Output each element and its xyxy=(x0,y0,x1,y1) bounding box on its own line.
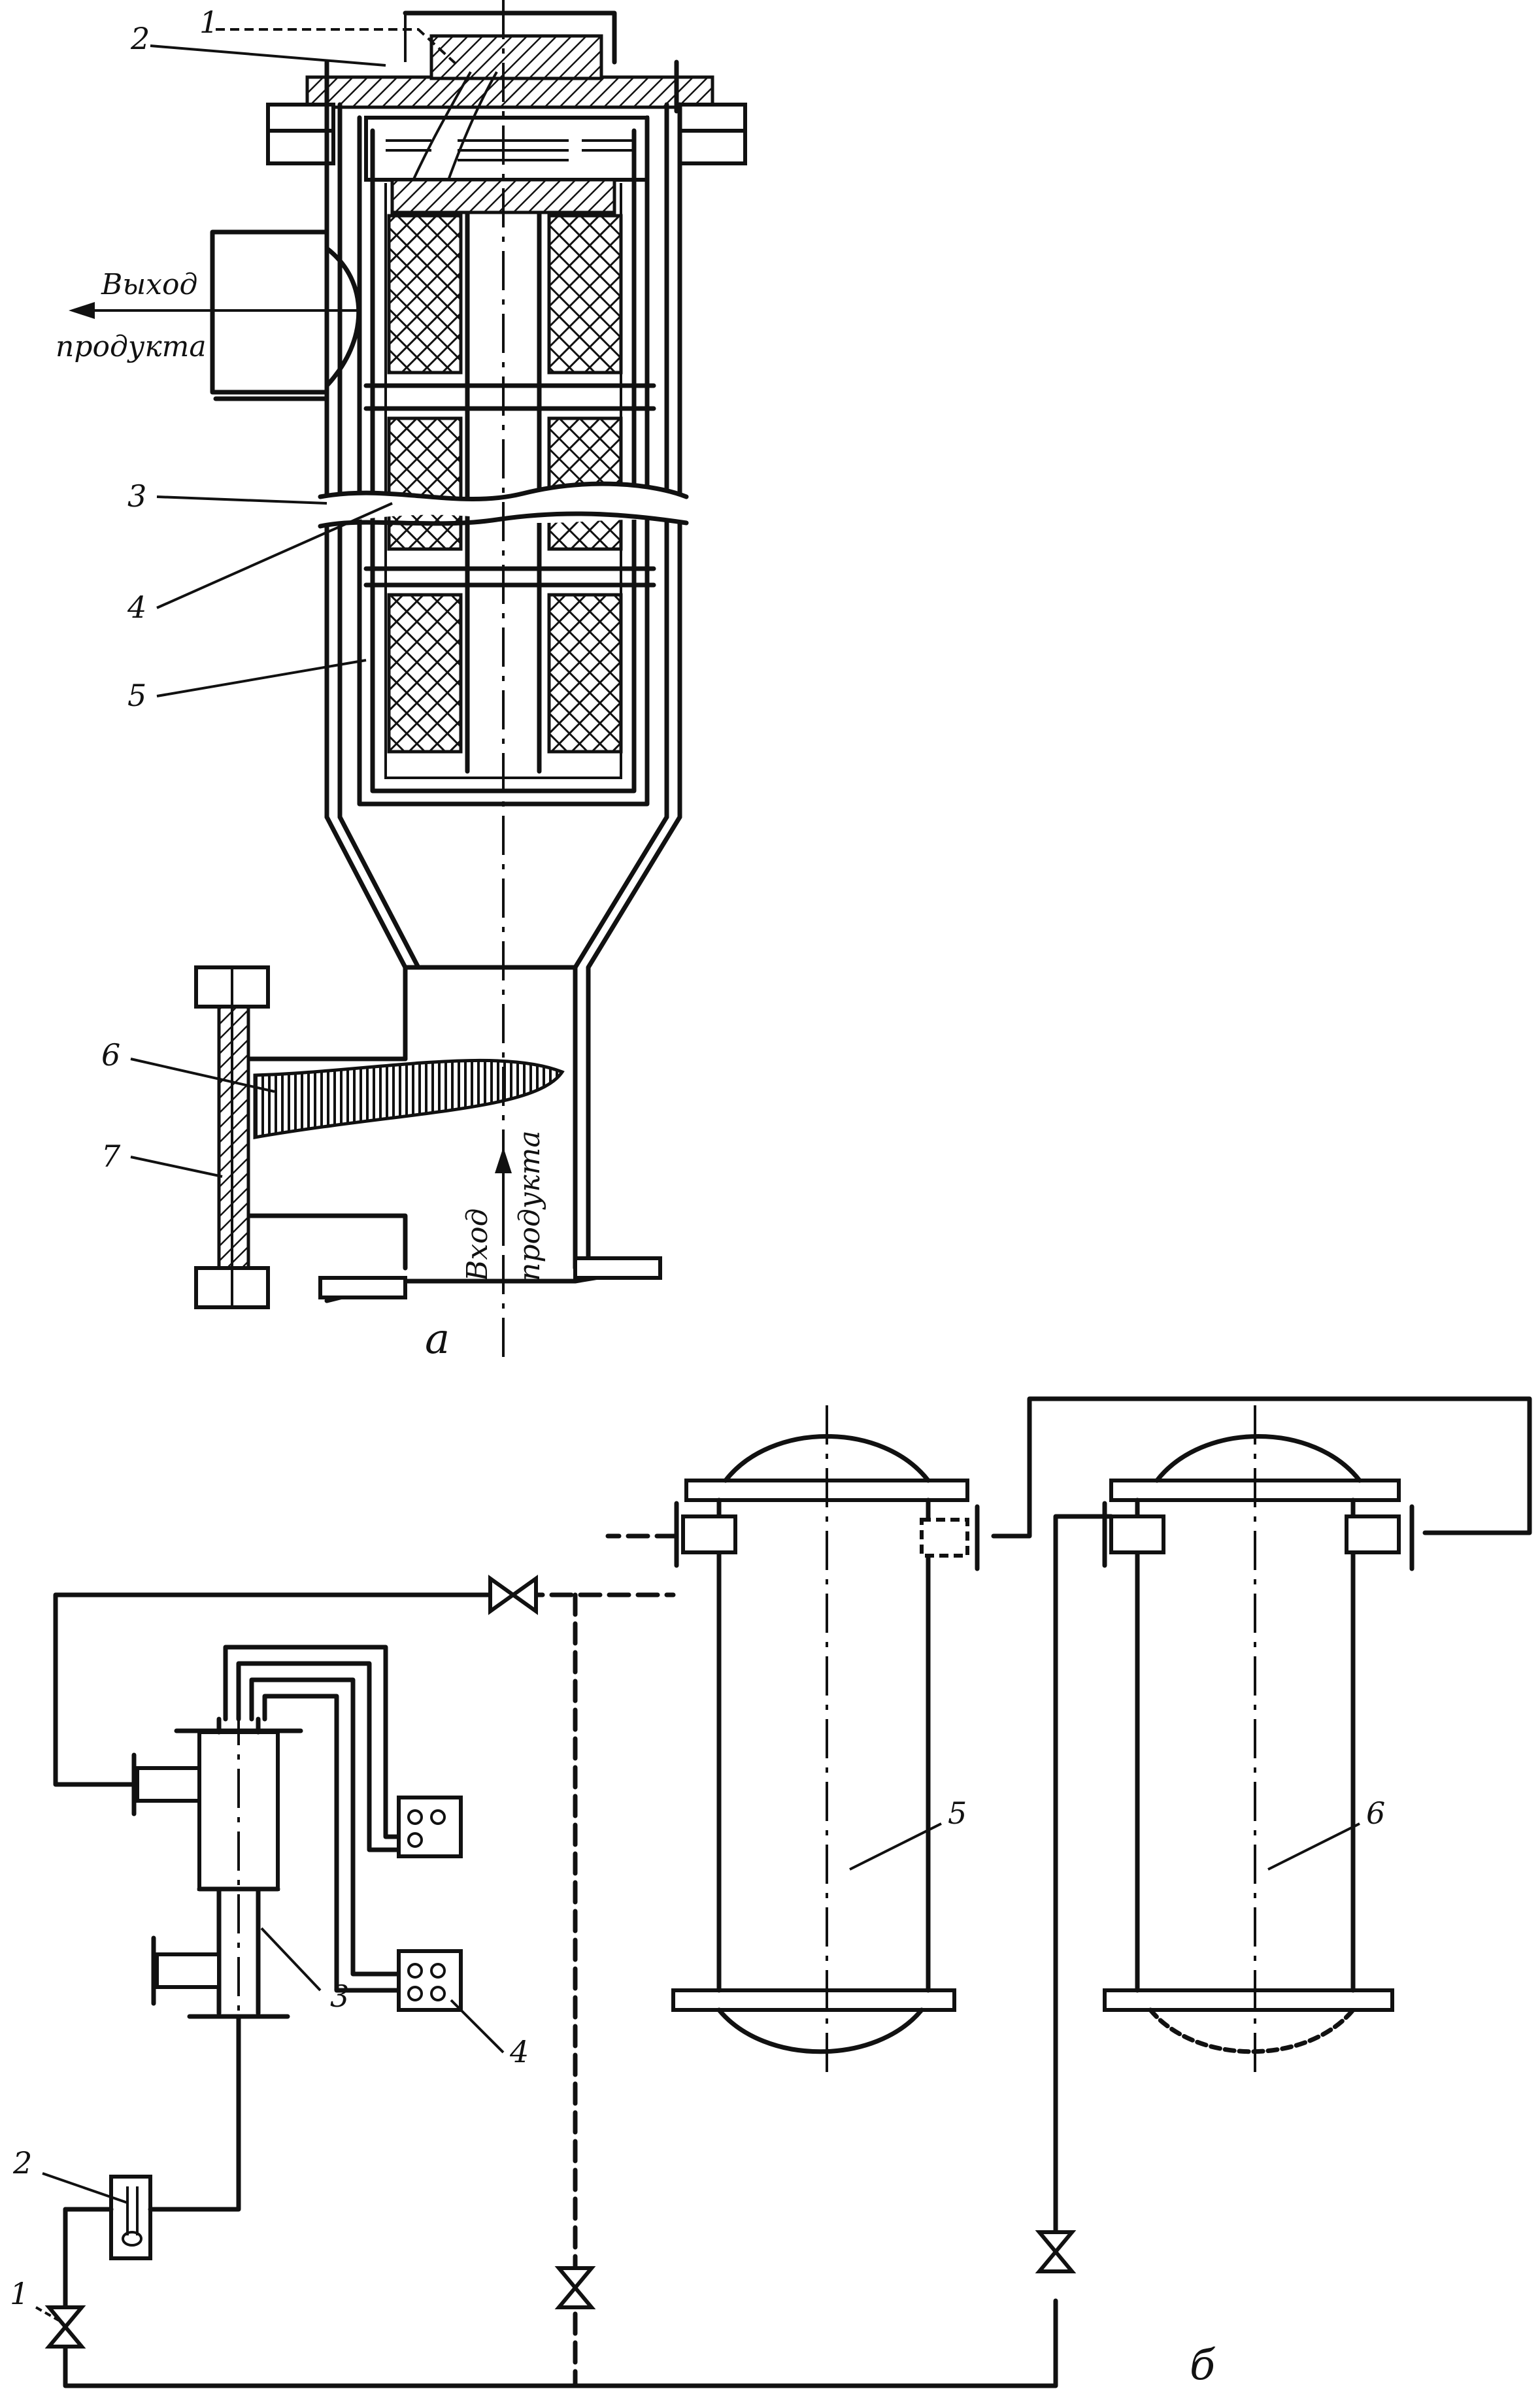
mesh-block xyxy=(547,593,623,754)
mesh-block xyxy=(387,593,463,754)
inlet-branch xyxy=(194,965,662,1309)
filter-housing xyxy=(324,102,682,1271)
valve-top xyxy=(488,1575,538,1615)
callout-leaders-b xyxy=(35,1927,505,2322)
callout-b-4: 4 xyxy=(509,2034,529,2069)
caption-b: б xyxy=(1190,2341,1216,2390)
caption-a: а xyxy=(425,1315,450,1363)
callout-b-3: 3 xyxy=(330,1979,349,2014)
callout-b-1: 1 xyxy=(10,2276,29,2311)
callout-b-6: 6 xyxy=(1366,1796,1385,1831)
outlet-nozzle xyxy=(69,229,361,401)
valve-middle xyxy=(554,2266,596,2309)
piping-scheme: 1 2 3 4 5 6 б xyxy=(10,1396,1532,2390)
capillary-lines xyxy=(223,1645,401,1993)
callout-b-2: 2 xyxy=(12,2145,32,2181)
vessel-6 xyxy=(1102,1405,1414,2079)
vessel-5 xyxy=(605,1405,980,2079)
callout-b-5: 5 xyxy=(948,1796,967,1831)
top-cover-assembly xyxy=(266,10,747,229)
instrument-box xyxy=(397,1796,463,1858)
inlet-label: Вход xyxy=(461,1208,494,1282)
pipeline xyxy=(53,1396,1532,2388)
mesh-block xyxy=(547,214,623,375)
outlet-label-2: продукта xyxy=(56,330,207,363)
thermometer-2 xyxy=(109,2014,241,2260)
callout-2: 2 xyxy=(130,21,150,56)
mesh-block xyxy=(387,214,463,375)
vessel-3 xyxy=(131,1706,303,2026)
filter-cross-section: 1 2 3 4 5 6 7 Выход продукта Вход продук… xyxy=(56,0,747,1363)
outlet-label: Выход xyxy=(101,268,197,301)
callout-3: 3 xyxy=(127,478,146,514)
inlet-label-2: продукта xyxy=(513,1130,546,1281)
callout-4: 4 xyxy=(127,590,146,625)
instrument-box-4 xyxy=(397,1949,463,2012)
callout-7: 7 xyxy=(101,1139,121,1174)
callout-leaders-a xyxy=(130,28,459,1178)
filter-element xyxy=(357,115,656,807)
callout-5: 5 xyxy=(127,678,146,713)
mesh-block xyxy=(387,416,463,551)
callout-1: 1 xyxy=(199,5,218,40)
callout-6: 6 xyxy=(101,1037,120,1073)
valve-1 xyxy=(44,2305,86,2349)
valve-right xyxy=(1035,2230,1077,2273)
